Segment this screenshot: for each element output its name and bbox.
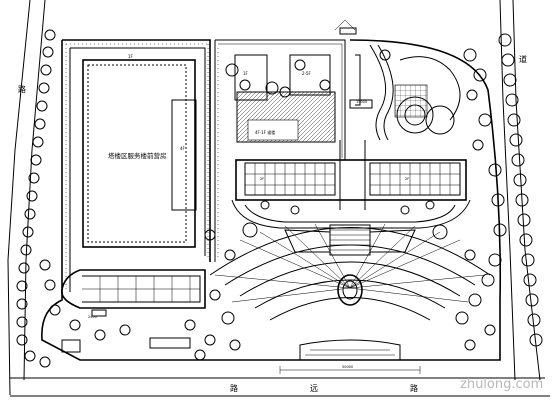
hedge-rows	[65, 43, 219, 290]
dimension-lines: 50000 2400	[88, 19, 421, 374]
watermark: zhulong.com	[460, 377, 543, 392]
block-right-label: 4F	[180, 146, 186, 151]
trees-left-row	[16, 29, 56, 368]
bottom-left-building	[61, 269, 206, 353]
road-edges	[7, 0, 550, 397]
block-top-label: 1F	[128, 54, 134, 59]
road-label-bottom-right: 路	[410, 383, 418, 393]
trees-scattered	[39, 48, 496, 361]
gym-label: 2-5F	[302, 71, 312, 76]
dim-bottom: 50000	[342, 365, 353, 369]
trees-right-row	[488, 33, 543, 347]
upper-blocks: 1F 2-5F 4F·1F 裙楼	[234, 54, 336, 143]
central-building: 2F 2F	[235, 140, 467, 210]
dim-side: 2400	[88, 315, 97, 319]
canteen-label: 1F	[243, 71, 249, 76]
road-label-left: 路	[18, 84, 26, 94]
road-label-right: 道	[519, 54, 527, 64]
wing-right-label: 2F	[405, 177, 409, 181]
road-label-bottom-mid: 远	[310, 384, 318, 393]
site-boundary	[41, 39, 502, 361]
main-building-label: 塔楼区服务楼前营房	[108, 151, 167, 160]
fan-plaza	[209, 223, 491, 361]
office-label: 4F·1F 裙楼	[255, 129, 275, 135]
dim-top: 15000	[356, 100, 367, 104]
wing-left-label: 2F	[260, 177, 264, 181]
garden-top-right: 15000	[339, 27, 461, 141]
road-label-bottom-left: 路	[230, 383, 238, 393]
main-building: 塔楼区服务楼前营房 1F 4F	[82, 54, 197, 248]
